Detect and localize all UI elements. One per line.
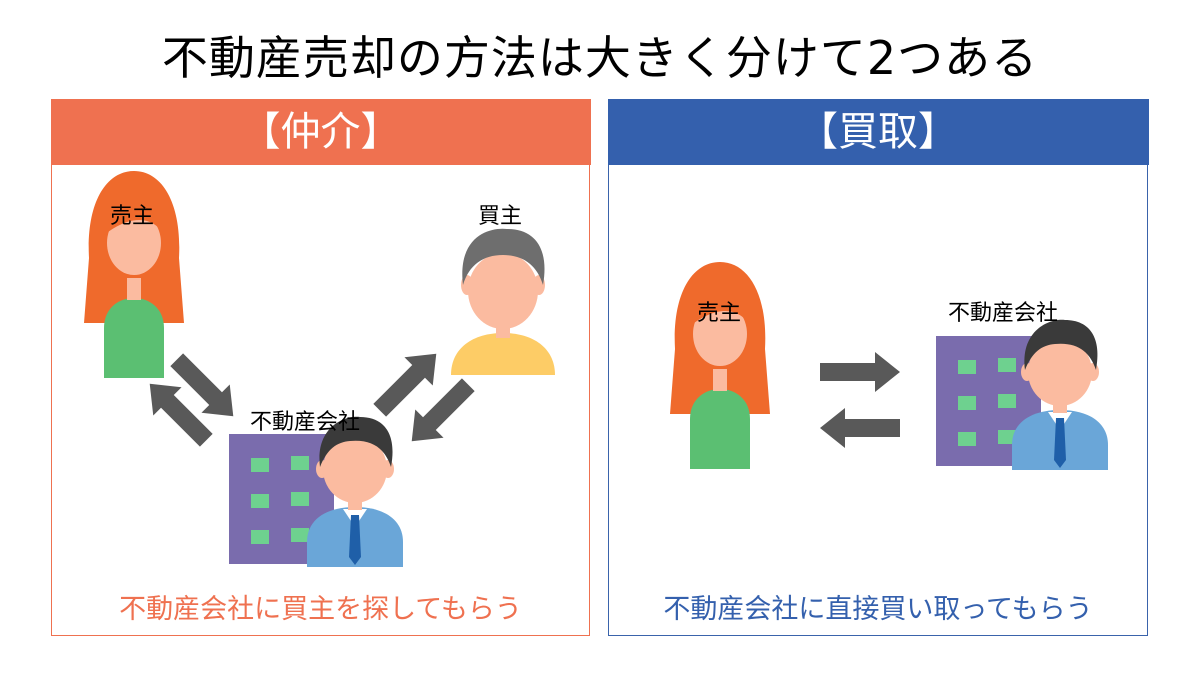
direct-purchase-caption: 不動産会社に直接買い取ってもらう [663,594,1093,625]
seller-label: 売主 [110,204,155,229]
brokerage-header: 【仲介】 [50,98,591,165]
brokerage-caption: 不動産会社に買主を探してもらう [119,594,522,625]
buyer-label: 買主 [478,204,523,229]
agency-label: 不動産会社 [250,410,361,435]
arrow-seller-to-agency-right [820,352,900,392]
seller-illustration-right [670,262,770,469]
direct-purchase-header: 【買取】 [607,98,1149,165]
arrows-direct [820,352,900,448]
seller-label-right: 売主 [697,301,742,326]
agency-label-right: 不動産会社 [948,301,1059,326]
arrow-agency-to-seller-right [820,408,900,448]
page-title: 不動産売却の方法は大きく分けて2つある [161,31,1039,85]
buyer-illustration [451,228,555,375]
